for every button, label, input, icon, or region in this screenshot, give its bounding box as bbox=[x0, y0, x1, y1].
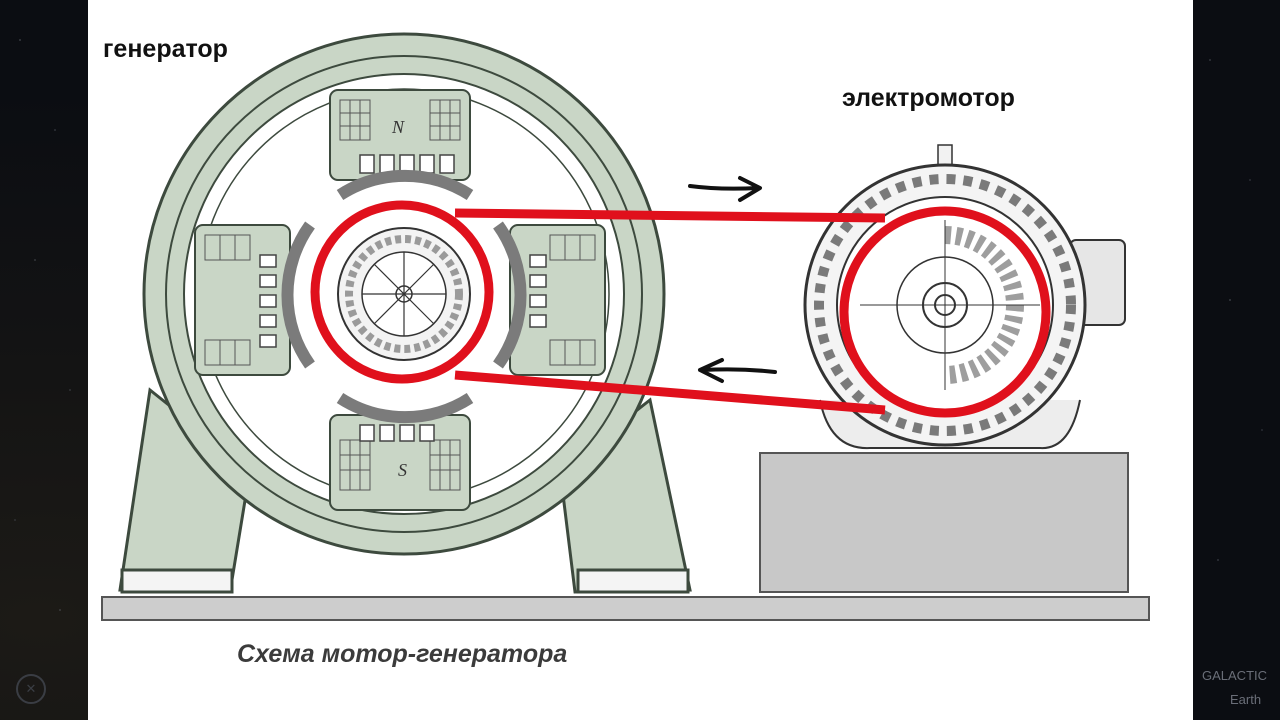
pole-shoes bbox=[281, 169, 527, 424]
belt-drive bbox=[310, 200, 1051, 418]
field-poles bbox=[194, 89, 606, 511]
generator-pulley bbox=[310, 200, 494, 384]
belt-lower bbox=[454, 370, 886, 415]
electric-motor-label: электромотор bbox=[842, 84, 1015, 112]
generator-label: генератор bbox=[103, 35, 228, 63]
electric-motor bbox=[803, 144, 1126, 450]
base-plate bbox=[101, 596, 1150, 621]
direction-arrows bbox=[688, 176, 777, 383]
diagram-caption: Схема мотор-генератора bbox=[237, 640, 568, 668]
belt-upper bbox=[454, 208, 886, 223]
watermark-sub: Earth bbox=[1230, 692, 1262, 707]
arrow-left-icon bbox=[698, 358, 777, 383]
motor-pulley bbox=[839, 206, 1051, 418]
motor-pedestal bbox=[759, 452, 1129, 593]
watermark-brand: GALACTIC bbox=[1202, 668, 1268, 683]
armature bbox=[337, 227, 471, 361]
galactic-earth-logo-icon: ✕ bbox=[16, 674, 46, 704]
arrow-right-icon bbox=[688, 176, 762, 202]
pole-label-south: S bbox=[398, 460, 407, 480]
pole-label-north: N bbox=[391, 117, 405, 137]
